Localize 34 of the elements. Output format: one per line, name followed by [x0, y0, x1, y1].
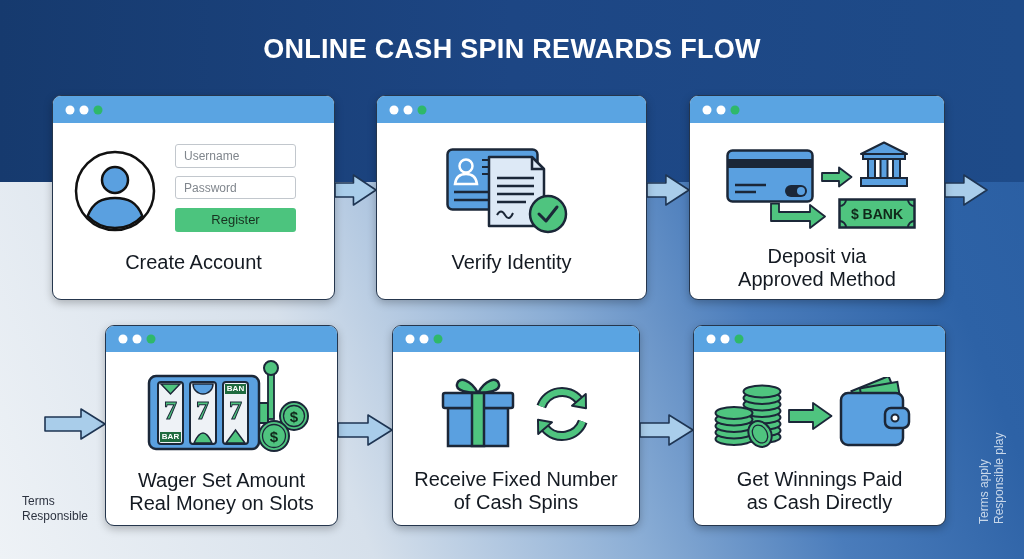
reel-symbol: 7 [164, 398, 177, 424]
block-arrow [646, 174, 690, 206]
step-label: Deposit via Approved Method [737, 245, 897, 291]
reel-label: BAN [226, 385, 245, 393]
banknote-text: $ BANK [850, 206, 904, 221]
block-arrow [944, 174, 988, 206]
footnote-text: Terms [22, 494, 55, 508]
block-arrow [639, 414, 694, 446]
window-card [52, 95, 335, 300]
window-card [693, 325, 946, 526]
step-label: Get Winnings Paid as Cash Directly [735, 468, 904, 514]
window-card [105, 325, 338, 526]
vertical-note: Terms apply [977, 459, 991, 524]
input-field: Password [175, 176, 296, 199]
title: ONLINE CASH SPIN REWARDS FLOW [263, 33, 761, 65]
reel-label: BAR [161, 433, 180, 441]
coin-symbol: $ [269, 428, 279, 444]
coin-symbol: $ [289, 408, 299, 424]
window-card [376, 95, 647, 300]
submit-button: Register [175, 208, 296, 232]
input-field: Username [175, 144, 296, 168]
step-label: Wager Set Amount Real Money on Slots [128, 469, 315, 515]
footnote-text: Responsible [22, 509, 89, 523]
block-arrow [334, 174, 377, 206]
reel-symbol: 7 [229, 398, 242, 424]
reel-symbol: 7 [196, 398, 209, 424]
window-card [689, 95, 945, 300]
vertical-note: Responsible play [992, 432, 1006, 524]
window-card [392, 325, 640, 526]
step-label: Receive Fixed Number of Cash Spins [413, 468, 619, 514]
step-label: Verify Identity [451, 251, 572, 274]
block-arrow [44, 408, 106, 440]
step-label: Create Account [125, 251, 262, 274]
block-arrow [337, 414, 393, 446]
